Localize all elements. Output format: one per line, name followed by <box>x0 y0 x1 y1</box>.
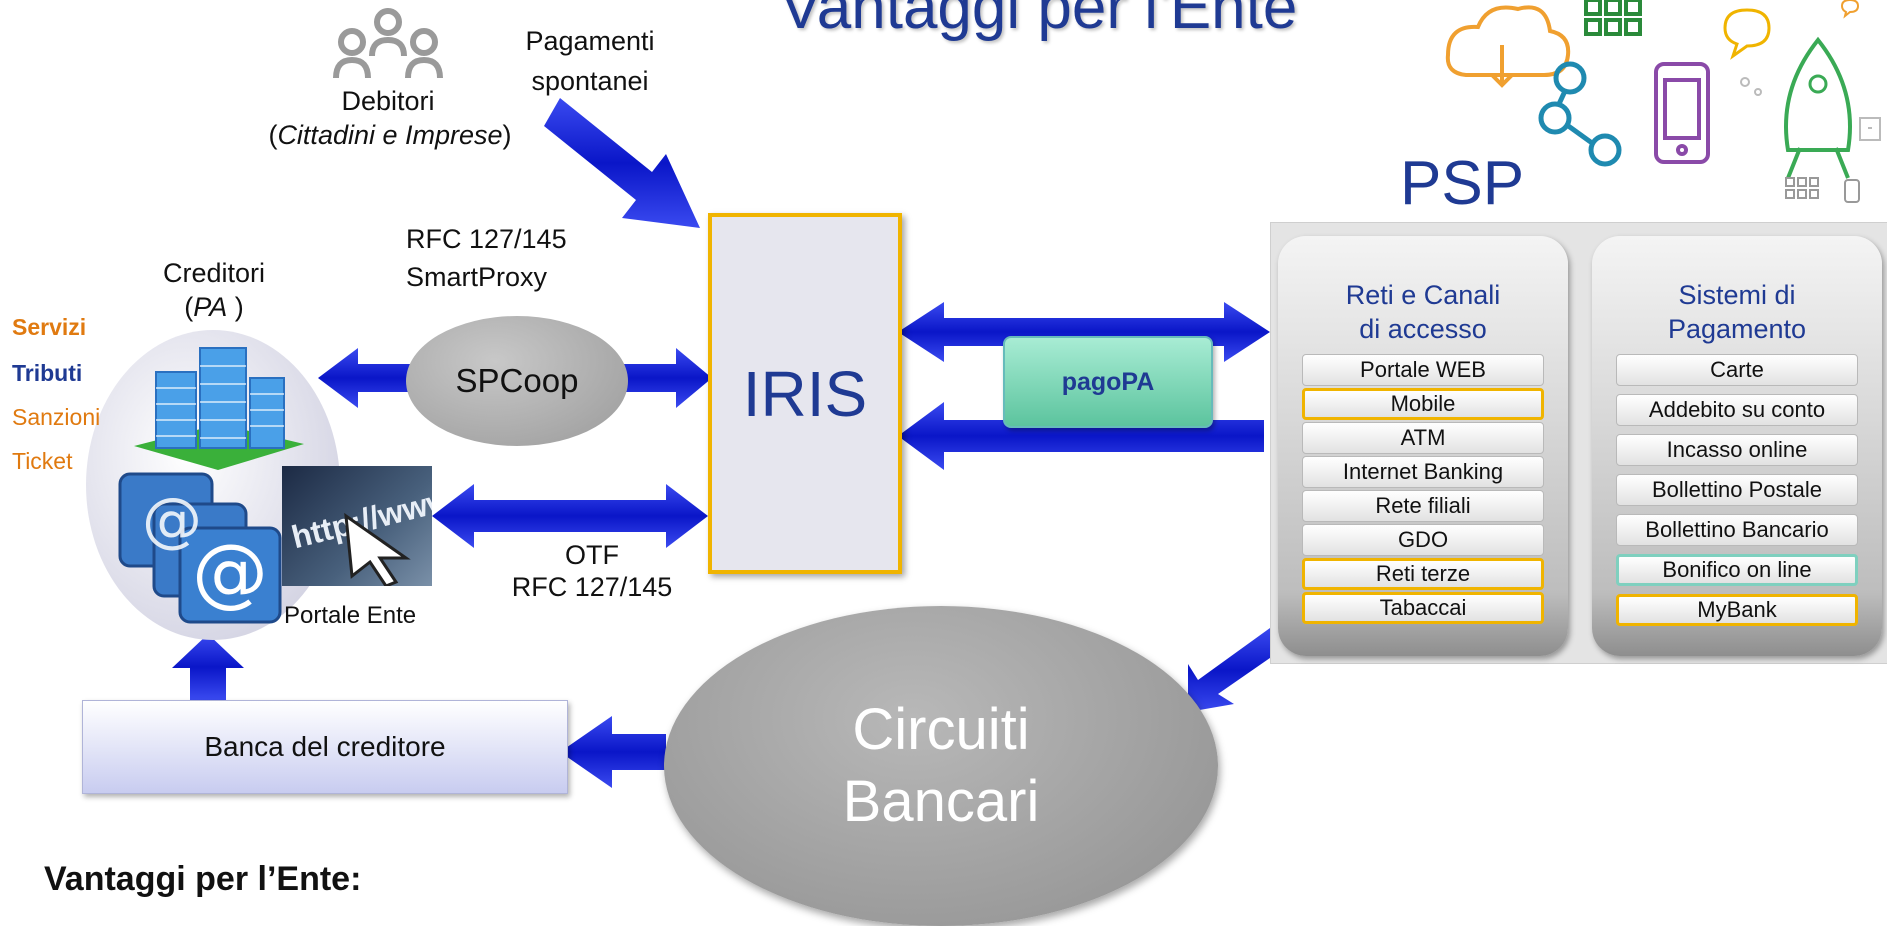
svg-text:@: @ <box>142 485 202 555</box>
sistemi-item: MyBank <box>1616 594 1858 626</box>
reti-item: Internet Banking <box>1302 456 1544 488</box>
reti-item: Tabaccai <box>1302 592 1544 624</box>
sistemi-title-line2: Pagamento <box>1667 314 1807 344</box>
circuiti-bancari-node: Circuiti Bancari <box>664 606 1218 926</box>
pagopa-node: pagoPA <box>1003 336 1213 428</box>
reti-title-line2: di accesso <box>1359 314 1487 344</box>
reti-title-line1: Reti e Canali <box>1345 280 1501 310</box>
arrow-otf-double <box>432 484 708 548</box>
grid-icon <box>1584 0 1642 36</box>
sistemi-item: Bonifico on line <box>1616 554 1858 586</box>
reti-item: ATM <box>1302 422 1544 454</box>
rocket-icon <box>1784 36 1852 179</box>
arrow-spcoop-to-creditori <box>318 348 410 408</box>
arrow-banca-to-creditori <box>172 634 244 700</box>
reti-item: GDO <box>1302 524 1544 556</box>
phone-icon <box>1654 62 1710 164</box>
side-item-tributi: Tributi <box>12 360 83 386</box>
arrow-psp-to-circuiti <box>1188 628 1290 712</box>
cursor-icon <box>344 512 411 586</box>
reti-item: Rete filiali <box>1302 490 1544 522</box>
creditori-label: Creditori <box>162 258 266 288</box>
email-icons: @ @ <box>118 472 282 624</box>
creditori-subtitle: (PA ) <box>184 292 244 322</box>
arrow-pagamenti-to-iris <box>544 98 700 228</box>
chat-icon <box>1723 8 1771 60</box>
sistemi-item: Bollettino Postale <box>1616 474 1858 506</box>
rfc-top-line1: RFC 127/145 <box>406 224 567 254</box>
circuiti-line2: Bancari <box>842 769 1040 834</box>
side-item-sanzioni: Sanzioni <box>12 404 101 430</box>
side-item-ticket: Ticket <box>12 448 73 474</box>
pagamenti-label-line1: Pagamenti <box>525 26 655 56</box>
side-item-servizi: Servizi <box>12 314 87 340</box>
debitori-subtitle: (Cittadini e Imprese) <box>268 120 512 150</box>
otf-label-line1: OTF <box>565 540 619 570</box>
arrow-spcoop-to-iris <box>624 348 712 408</box>
otf-label-line2: RFC 127/145 <box>511 572 673 602</box>
iris-node: IRIS <box>708 213 902 574</box>
sistemi-item: Carte <box>1616 354 1858 386</box>
reti-item: Portale WEB <box>1302 354 1544 386</box>
decorative-icons <box>1445 0 1881 203</box>
debitori-label: Debitori <box>341 86 435 116</box>
circuiti-line1: Circuiti <box>852 697 1030 762</box>
share-icon <box>1538 61 1622 167</box>
sistemi-item: Incasso online <box>1616 434 1858 466</box>
people-icon <box>333 8 443 78</box>
sistemi-item: Addebito su conto <box>1616 394 1858 426</box>
small-grid-icon <box>1785 177 1819 199</box>
sistemi-item: Bollettino Bancario <box>1616 514 1858 546</box>
page-title: Vantaggi per l'Ente <box>780 0 1298 42</box>
vantaggi-heading: Vantaggi per l’Ente: <box>44 860 362 898</box>
portale-web-image: http://www <box>282 466 432 586</box>
cloud-icon <box>1445 5 1571 77</box>
reti-item: Reti terze <box>1302 558 1544 590</box>
banca-creditore-node: Banca del creditore <box>82 700 568 794</box>
arrow-psp-to-iris <box>898 402 1264 470</box>
sistemi-title-line1: Sistemi di <box>1678 280 1796 310</box>
rfc-top-line2: SmartProxy <box>406 262 548 292</box>
buildings-icon <box>134 347 304 470</box>
portale-ente-label: Portale Ente <box>284 602 417 629</box>
arrow-circuiti-to-banca <box>560 716 666 788</box>
spcoop-node: SPCoop <box>406 316 628 446</box>
reti-item: Mobile <box>1302 388 1544 420</box>
arrow-iris-psp-double <box>898 302 1270 362</box>
psp-title: PSP <box>1400 149 1525 218</box>
svg-text:@: @ <box>192 527 268 616</box>
pagamenti-label-line2: spontanei <box>531 66 649 96</box>
